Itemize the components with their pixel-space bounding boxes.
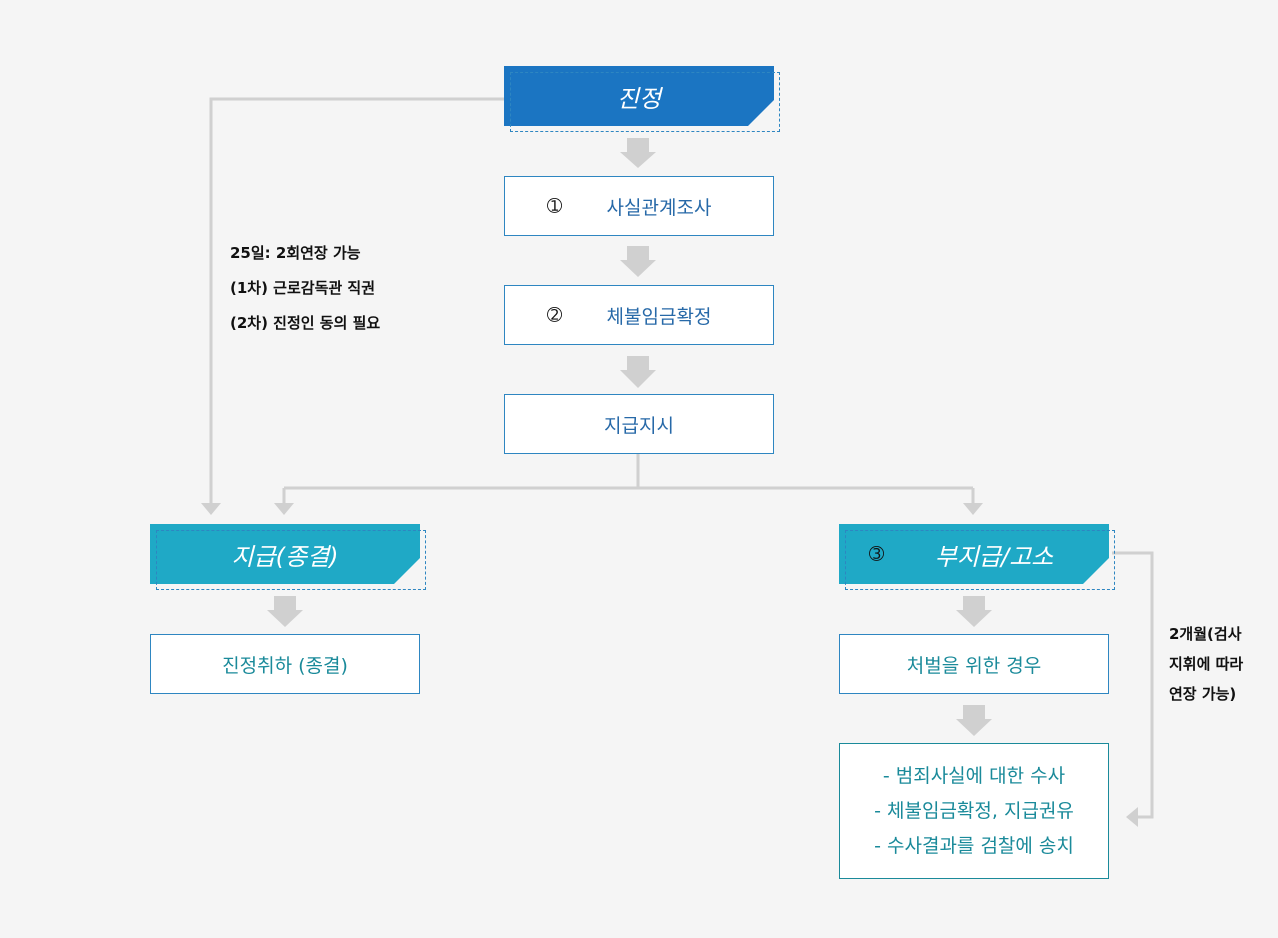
right-note: 2개월(검사 지휘에 따라 연장 가능) (1169, 619, 1243, 709)
start-header-title: 진정 (616, 84, 662, 113)
connector-start-to-left (209, 97, 504, 505)
step-box-wage-confirmation: ➁ 체불임금확정 (504, 285, 774, 345)
arrowhead-split-left (274, 503, 294, 515)
header-fold-corner (748, 100, 774, 126)
right-branch-number: ➂ (869, 543, 885, 565)
right-branch-step: 처벌을 위한 경우 (906, 654, 1042, 677)
left-branch-result: 진정취하 (종결) (222, 654, 348, 677)
right-branch-header: ➂ 부지급/고소 (839, 524, 1115, 590)
arrowhead-split-right (963, 503, 983, 515)
header-fold-corner (1083, 558, 1109, 584)
left-note: 25일: 2회연장 가능 (1차) 근로감독관 직권 (2차) 진정인 동의 필… (230, 236, 380, 341)
step-label: 지급지시 (604, 414, 674, 437)
block-arrow-left (267, 596, 303, 627)
step-box-payment-order: 지급지시 (504, 394, 774, 454)
action-item: - 범죄사실에 대한 수사 (882, 764, 1066, 787)
right-branch-step-box: 처벌을 위한 경우 (839, 634, 1109, 694)
connector-right-loop (1112, 551, 1154, 819)
note-line: 지휘에 따라 (1169, 655, 1244, 673)
right-branch-actions-box: - 범죄사실에 대한 수사 - 체불임금확정, 지급권유 - 수사결과를 검찰에… (839, 743, 1109, 879)
right-branch-title: 부지급/고소 (934, 542, 1054, 571)
arrowhead-left-long (201, 503, 221, 515)
step-number: ➀ (547, 195, 563, 217)
note-line: 25일: 2회연장 가능 (230, 244, 361, 262)
note-line: (1차) 근로감독관 직권 (230, 279, 375, 297)
block-arrow-1 (620, 138, 656, 168)
block-arrow-2 (620, 246, 656, 277)
note-line: 2개월(검사 (1169, 625, 1242, 643)
arrowhead-right-loop (1126, 807, 1138, 827)
block-arrow-right-1 (956, 596, 992, 627)
left-branch-result-box: 진정취하 (종결) (150, 634, 420, 694)
left-branch-header: 지급(종결) (150, 524, 426, 590)
block-arrow-right-2 (956, 705, 992, 736)
header-fold-corner (394, 558, 420, 584)
action-item: - 수사결과를 검찰에 송치 (874, 834, 1074, 857)
action-item: - 체불임금확정, 지급권유 (874, 799, 1074, 822)
block-arrow-3 (620, 356, 656, 388)
note-line: 연장 가능) (1169, 685, 1237, 703)
left-branch-title: 지급(종결) (231, 542, 339, 571)
start-header: 진정 (504, 66, 780, 132)
step-box-fact-investigation: ➀ 사실관계조사 (504, 176, 774, 236)
note-line: (2차) 진정인 동의 필요 (230, 314, 381, 332)
step-label: 체불임금확정 (606, 305, 712, 328)
step-number: ➁ (547, 304, 563, 326)
step-label: 사실관계조사 (606, 196, 712, 219)
